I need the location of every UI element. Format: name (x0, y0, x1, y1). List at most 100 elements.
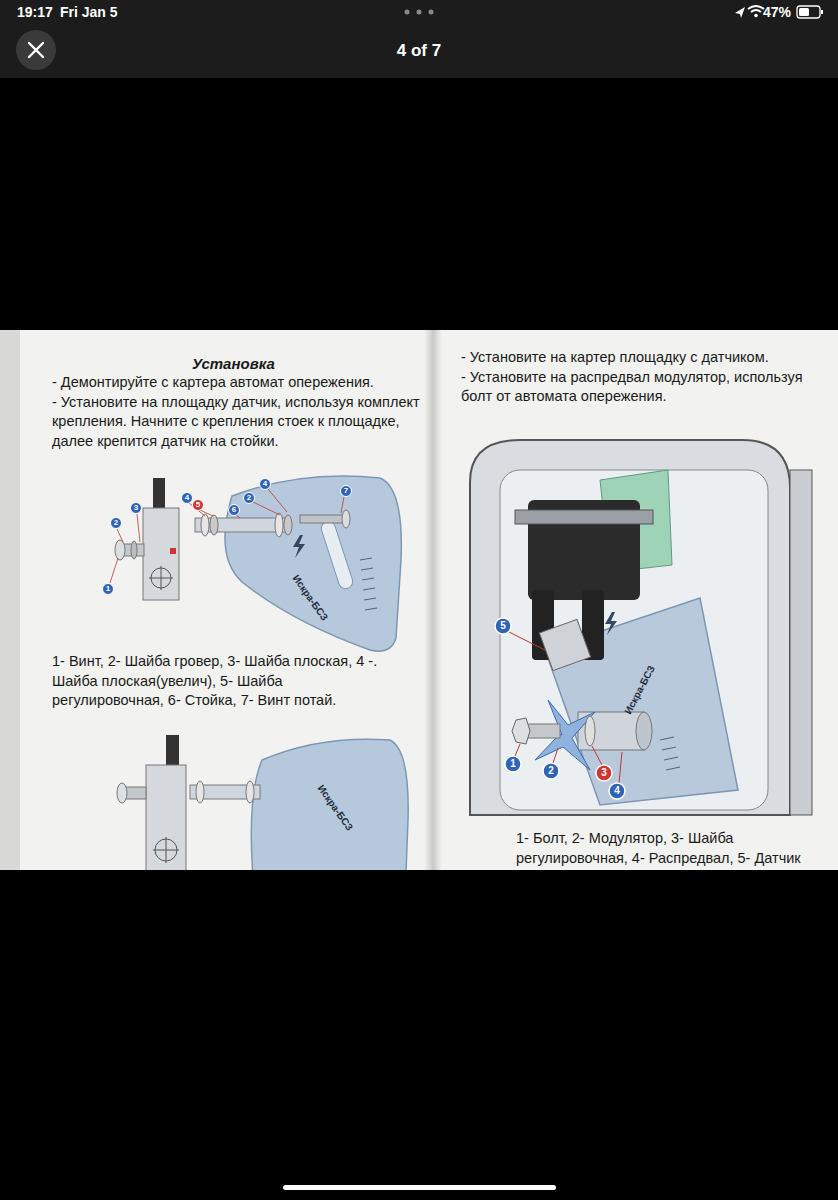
leader-line (509, 632, 622, 783)
crankcase-housing (790, 470, 812, 815)
instruction-text: - Установите на распредвал модулятор, ис… (461, 368, 811, 407)
standoff (195, 513, 292, 537)
sensor-block (143, 478, 179, 600)
callout-number: 3 (134, 504, 138, 512)
callout-circle (505, 756, 521, 772)
callout-circle (182, 493, 193, 504)
close-button (29, 43, 43, 57)
manual-page (0, 330, 838, 870)
standoff (284, 515, 292, 535)
leader-line (200, 510, 213, 516)
plate-marking: Искра-БСЗ (623, 664, 657, 716)
leader-line (509, 632, 545, 650)
fixing-screw (115, 540, 125, 560)
fixing-screw (115, 540, 144, 560)
leader-line (553, 748, 558, 763)
countersunk-screw (300, 510, 350, 528)
parts-caption: 1- Болт, 2- Модулятор, 3- Шайба регулиро… (516, 829, 832, 868)
status-date: Fri Jan 5 (60, 3, 118, 22)
callout-circle (103, 584, 114, 595)
callout-circle (131, 503, 142, 514)
status-icons (797, 6, 820, 18)
callout-circle (341, 486, 352, 497)
leader-line (619, 752, 622, 783)
assembled-sensor (166, 735, 179, 769)
manual-page (424, 330, 442, 870)
fixing-screw (131, 541, 137, 559)
status-icons (735, 7, 745, 18)
ignition-coil (515, 500, 653, 660)
sensor-block (149, 566, 173, 590)
close-button (16, 30, 56, 70)
callout-number: 4 (614, 786, 620, 796)
standoff (210, 515, 218, 535)
callout-circle (111, 518, 122, 529)
callout-circle (103, 479, 352, 595)
leader-line (592, 746, 602, 765)
leader-line (253, 502, 280, 515)
leader-line (515, 744, 520, 756)
assembled-sensor (117, 783, 127, 803)
parts-caption: 1- Винт, 2- Шайба гровер, 3- Шайба плоск… (52, 652, 388, 711)
standoff (201, 514, 209, 536)
section-heading: Установка (192, 354, 275, 374)
sensor-plate (660, 737, 680, 770)
page-counter: 4 of 7 (397, 42, 441, 59)
home-indicator (283, 1185, 556, 1190)
callout-number: 1 (510, 759, 516, 769)
callout-circle (596, 765, 612, 781)
assembled-sensor (246, 781, 254, 803)
sensor-plate (605, 612, 617, 635)
camshaft (636, 712, 652, 750)
crankcase-housing (470, 440, 812, 815)
status-time: 19:17 (17, 3, 53, 22)
mounting-plate (225, 476, 401, 651)
callout-circle (260, 479, 271, 490)
battery-level: 47% (763, 3, 791, 22)
bolt (512, 718, 560, 744)
callout-number: 4 (185, 494, 189, 502)
mounting-plate (320, 520, 355, 591)
hall-sensor (539, 619, 590, 670)
manual-page (0, 330, 20, 870)
hall-sensor (539, 619, 590, 670)
callout-circle (609, 783, 625, 799)
sensor-block (153, 478, 165, 512)
leader-line (236, 515, 240, 518)
camshaft (578, 712, 644, 750)
instruction-text: - Установите на площадку датчик, использ… (52, 393, 432, 452)
plate-marking: Искра-БСЗ (316, 783, 355, 832)
callout-circle (244, 493, 255, 504)
callout-circle (495, 618, 625, 799)
callout-number: 1 (106, 585, 110, 593)
ignition-coil (515, 510, 653, 524)
status-icons (754, 14, 758, 18)
close-button (29, 43, 43, 57)
top-bar (0, 0, 838, 78)
assembled-sensor (251, 739, 408, 870)
leader-line (110, 558, 118, 583)
callout-number: 2 (114, 519, 118, 527)
mounting-plate (293, 535, 305, 558)
camshaft (578, 712, 652, 750)
manual-page (0, 330, 838, 870)
leader-line (110, 489, 344, 583)
sensor-block (170, 548, 176, 554)
assembled-sensor (196, 781, 204, 803)
top-bar (0, 0, 838, 78)
status-icons (799, 8, 809, 16)
instruction-text: - Установите на картер площадку с датчик… (461, 348, 811, 368)
status-icons (821, 10, 823, 14)
callout-number: 2 (247, 494, 251, 502)
plate-marking: Искра-БСЗ (291, 573, 330, 622)
callout-number: 5 (196, 501, 200, 509)
crankcase-housing (500, 470, 768, 810)
leader-line (268, 489, 287, 512)
status-icons (751, 10, 761, 12)
status-icons (405, 10, 410, 15)
instruction-text: - Демонтируйте с картера автомат опереже… (52, 373, 432, 393)
status-icons (748, 6, 764, 9)
callout-number: 3 (601, 768, 607, 778)
